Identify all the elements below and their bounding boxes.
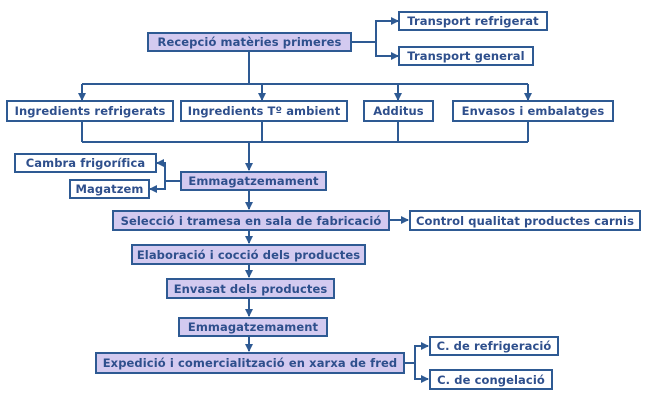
node-ingredients-refrigerated: Ingredients refrigerats [6,100,174,122]
connector-dispatch-to-freezing [414,363,429,383]
node-transport-refrigerated: Transport refrigerat [398,11,548,31]
connector-reception-transport-refrigerated [352,17,399,43]
connector-dispatch-to-refrigeration [414,342,429,363]
connector-storage-to-warehouse [149,181,166,193]
node-quality-control: Control qualitat productes carnis [409,210,641,231]
node-elaboration: Elaboració i cocció dels productes [131,244,366,265]
node-transport-general: Transport general [398,46,534,66]
node-warehouse: Magatzem [69,179,150,199]
node-storage-2: Emmagatzemament [178,317,328,337]
connector-storage-to-cold-room [156,159,166,181]
node-reception: Recepció matèries primeres [147,32,352,52]
node-refrigeration: C. de refrigeració [429,336,559,356]
node-ingredients-ambient: Ingredients Tº ambient [180,100,348,122]
node-freezing: C. de congelació [429,369,553,390]
node-cold-room: Cambra frigorífica [14,153,157,173]
node-storage-1: Emmagatzemament [180,171,327,191]
node-additives: Additus [363,100,434,122]
connector-reception-transport-general [375,42,399,60]
node-packaging: Envasos i embalatges [452,100,614,122]
node-dispatch: Expedició i comercialització en xarxa de… [95,352,405,374]
node-selection: Selecció i tramesa en sala de fabricació [112,210,390,231]
node-packing: Envasat dels productes [166,278,335,299]
